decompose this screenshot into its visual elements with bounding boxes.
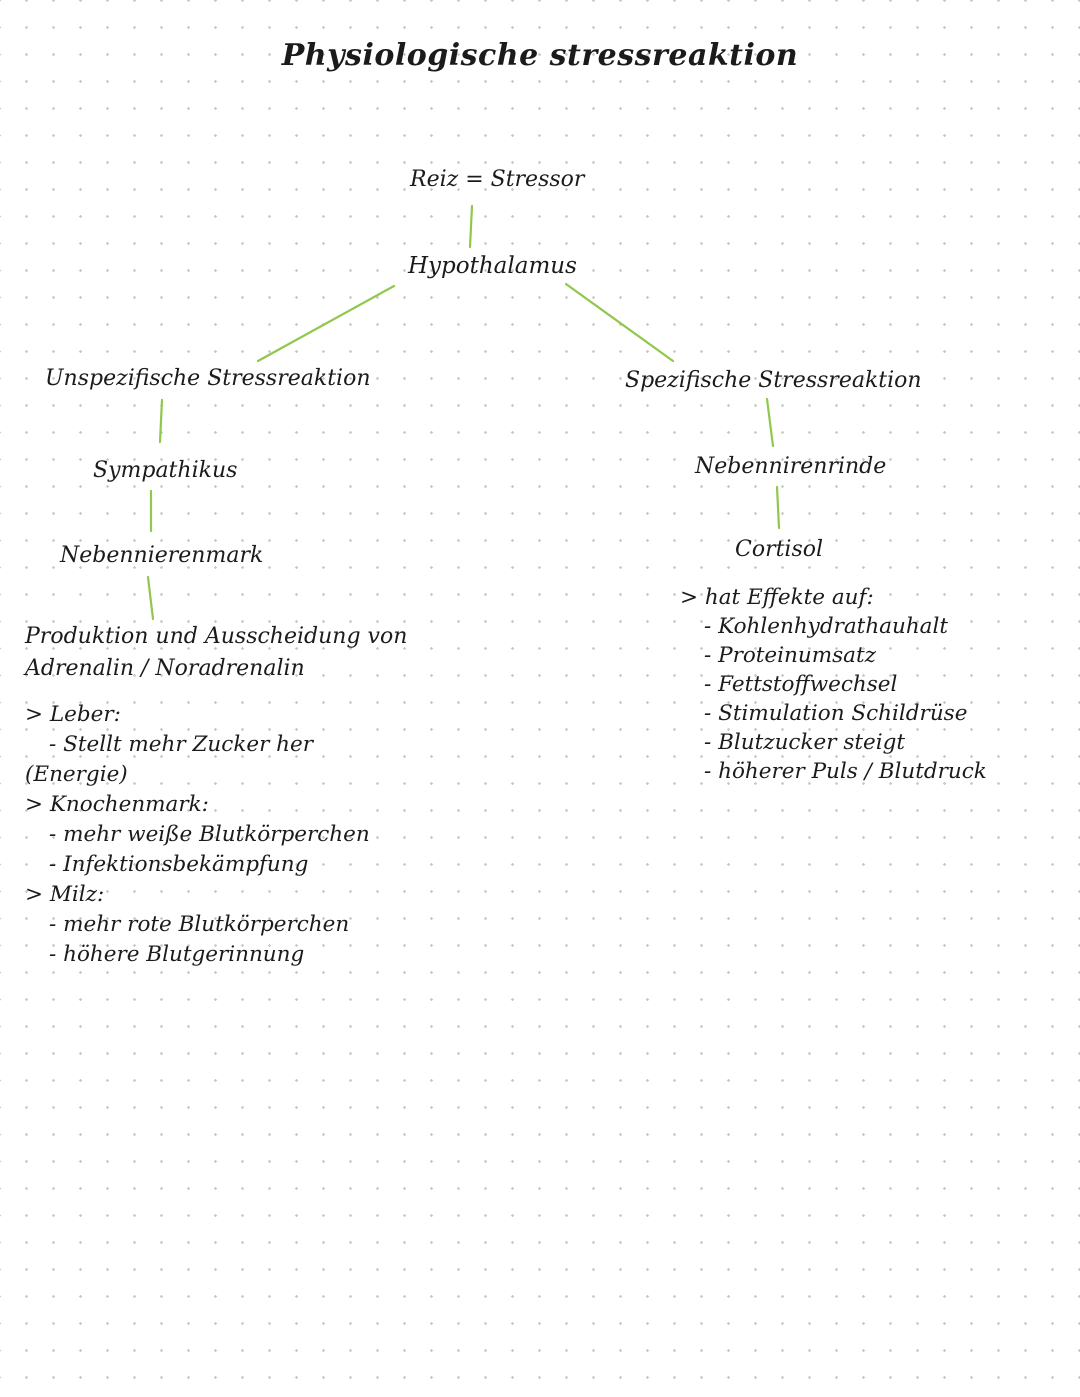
list-item: - Blutzucker steigt: [704, 730, 906, 755]
list-item: > Milz:: [25, 882, 105, 907]
node-produktion-line1: Produktion und Ausscheidung von: [25, 624, 408, 649]
line-nebennirenrinde-cortisol: [775, 485, 781, 530]
list-item: (Energie): [25, 762, 128, 787]
line-unspecific-sympathikus: [158, 398, 164, 444]
node-reiz-stressor: Reiz = Stressor: [410, 167, 585, 192]
node-produktion-line2: Adrenalin / Noradrenalin: [25, 656, 305, 681]
line-specific-nebennirenrinde: [765, 397, 775, 448]
list-item: > Knochenmark:: [25, 792, 209, 817]
list-item: > hat Effekte auf:: [680, 585, 874, 610]
node-hypothalamus: Hypothalamus: [408, 253, 577, 279]
line-hypothalamus-specific: [564, 282, 675, 363]
line-nebennierenmark-produktion: [146, 575, 155, 621]
right-effects-list: > hat Effekte auf: - Kohlenhydrathauhalt…: [680, 583, 987, 786]
node-cortisol: Cortisol: [735, 537, 824, 562]
list-item: - höhere Blutgerinnung: [49, 942, 305, 967]
list-item: - Stellt mehr Zucker her: [49, 732, 314, 757]
list-item: - höherer Puls / Blutdruck: [704, 759, 987, 784]
list-item: > Leber:: [25, 702, 121, 727]
node-spezifische-stressreaktion: Spezifische Stressreaktion: [625, 368, 922, 393]
node-nebennierenmark: Nebennierenmark: [60, 543, 264, 568]
page-title: Physiologische stressreaktion: [281, 38, 799, 73]
list-item: - mehr weiße Blutkörperchen: [49, 822, 370, 847]
line-hypothalamus-unspecific: [256, 284, 396, 363]
node-sympathikus: Sympathikus: [93, 458, 238, 483]
line-stressor-hypothalamus: [468, 204, 474, 249]
list-item: - Infektionsbekämpfung: [49, 852, 309, 877]
list-item: - Proteinumsatz: [704, 643, 876, 668]
list-item: - Stimulation Schildrüse: [704, 701, 968, 726]
list-item: - Fettstoffwechsel: [704, 672, 898, 697]
list-item: - Kohlenhydrathauhalt: [704, 614, 949, 639]
node-unspezifische-stressreaktion: Unspezifische Stressreaktion: [45, 366, 371, 391]
left-effects-list: > Leber: - Stellt mehr Zucker her (Energ…: [25, 700, 370, 970]
node-nebennirenrinde: Nebennirenrinde: [695, 454, 887, 479]
list-item: - mehr rote Blutkörperchen: [49, 912, 350, 937]
